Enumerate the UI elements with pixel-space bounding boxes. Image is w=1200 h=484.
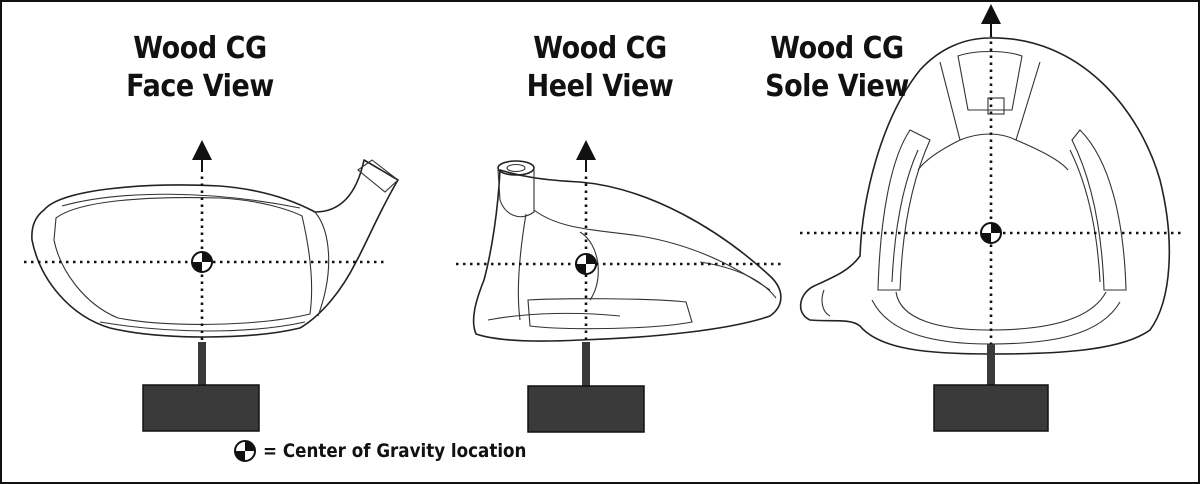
sole-view-stand-post bbox=[987, 344, 995, 386]
face-view-hosel bbox=[357, 159, 399, 193]
heel-view-head-outline bbox=[472, 169, 782, 342]
sole-view-head-outline bbox=[799, 37, 1171, 355]
face-view-cg-marker bbox=[191, 251, 213, 273]
heel-view-title-line1: Wood CG bbox=[533, 31, 667, 66]
sole-view-cg-marker bbox=[980, 222, 1002, 244]
heel-view-stand-post bbox=[582, 342, 590, 388]
heel-view-cg-marker bbox=[575, 253, 597, 275]
face-view-head-outline bbox=[31, 159, 399, 338]
face-view-drawing bbox=[24, 140, 399, 432]
face-view-title: Wood CG Face View bbox=[110, 30, 290, 106]
sole-view-left-panel bbox=[877, 129, 931, 291]
face-view-stand-post bbox=[198, 342, 206, 386]
sole-view-stand-base bbox=[933, 384, 1049, 432]
heel-view-sole-plate bbox=[527, 298, 693, 330]
face-view-title-line2: Face View bbox=[126, 69, 274, 104]
sole-view-title-line2: Sole View bbox=[765, 69, 909, 104]
sole-view-drawing bbox=[799, 4, 1182, 432]
heel-view-drawing bbox=[456, 140, 782, 433]
heel-view-title: Wood CG Heel View bbox=[510, 30, 690, 106]
sole-view-title-line1: Wood CG bbox=[770, 31, 904, 66]
face-view-title-line1: Wood CG bbox=[133, 31, 267, 66]
sole-view-title: Wood CG Sole View bbox=[747, 30, 927, 106]
heel-view-hosel-top bbox=[497, 160, 535, 176]
legend: = Center of Gravity location bbox=[233, 437, 562, 465]
legend-text: = Center of Gravity location bbox=[263, 440, 527, 462]
heel-view-stand-base bbox=[527, 385, 645, 433]
heel-view-title-line2: Heel View bbox=[526, 69, 674, 104]
sole-view-right-panel bbox=[1071, 129, 1127, 291]
face-view-inner-outline bbox=[53, 196, 313, 325]
cg-legend-icon bbox=[234, 440, 256, 462]
face-view-stand-base bbox=[142, 384, 260, 432]
